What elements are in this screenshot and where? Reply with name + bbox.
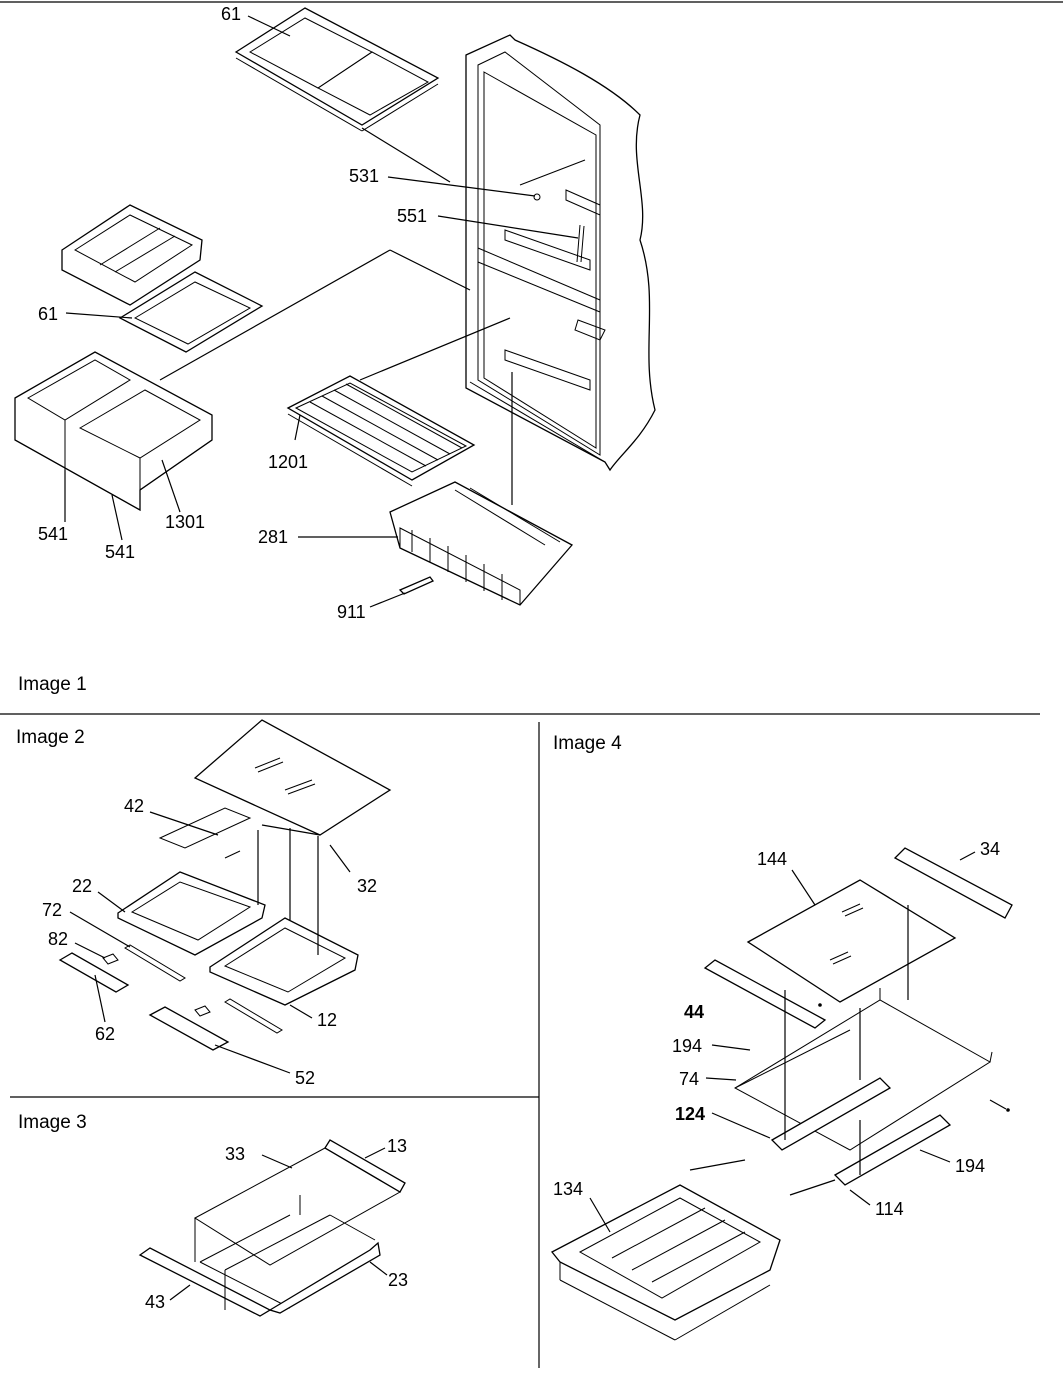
label-72: 72 [42, 900, 62, 920]
label-114: 114 [875, 1199, 904, 1219]
label-1301: 1301 [165, 512, 205, 532]
label-281: 281 [258, 527, 288, 547]
image4-group: Image 4 [550, 733, 1013, 1341]
label-61-top: 61 [221, 4, 241, 24]
label-531: 531 [349, 166, 379, 186]
label-23: 23 [388, 1270, 408, 1290]
wire-shelf-1201 [286, 375, 476, 487]
label-144: 144 [757, 849, 787, 869]
image3-leaders [169, 1147, 388, 1301]
label-134: 134 [553, 1179, 583, 1199]
label-13: 13 [387, 1136, 407, 1156]
label-34: 34 [980, 839, 1000, 859]
label-32: 32 [357, 876, 377, 896]
section-title-image4: Image 4 [553, 733, 622, 754]
wire-basket-281 [389, 481, 574, 606]
section-title-image3: Image 3 [18, 1112, 87, 1133]
image4-leaders [589, 851, 976, 1233]
label-62: 62 [95, 1024, 115, 1044]
label-1201: 1201 [268, 452, 308, 472]
image2-leaders [69, 811, 351, 1074]
image4-parts [550, 847, 1013, 1341]
image3-group: Image 3 33 13 43 23 [18, 1112, 408, 1317]
image2-parts [58, 719, 392, 1051]
image2-group: Image 2 [16, 719, 392, 1088]
image1-group: 61 531 551 61 1201 281 911 541 541 1301 … [14, 4, 656, 695]
label-52: 52 [295, 1068, 315, 1088]
image1-leaders [64, 15, 579, 608]
label-22: 22 [72, 876, 92, 896]
part-911 [398, 576, 435, 595]
image3-parts [138, 1139, 406, 1317]
label-43: 43 [145, 1292, 165, 1312]
label-33: 33 [225, 1144, 245, 1164]
shelf-61-top [234, 7, 440, 132]
label-194-b: 194 [955, 1156, 985, 1176]
label-911: 911 [337, 602, 366, 622]
label-124: 124 [675, 1104, 705, 1124]
label-61-mid: 61 [38, 304, 58, 324]
label-551: 551 [397, 206, 427, 226]
label-42: 42 [124, 796, 144, 816]
label-541-a: 541 [38, 524, 68, 544]
drawer-upper [61, 204, 203, 306]
section-title-image1: Image 1 [18, 674, 87, 695]
label-12: 12 [317, 1010, 337, 1030]
refrigerator-cabinet [465, 34, 656, 472]
shelf-61-mid [118, 271, 264, 353]
crisper-drawer-large [14, 351, 213, 512]
section-title-image2: Image 2 [16, 727, 85, 748]
label-82: 82 [48, 929, 68, 949]
label-74: 74 [679, 1069, 699, 1089]
label-194-a: 194 [672, 1036, 702, 1056]
label-541-b: 541 [105, 542, 135, 562]
label-44: 44 [684, 1002, 704, 1022]
